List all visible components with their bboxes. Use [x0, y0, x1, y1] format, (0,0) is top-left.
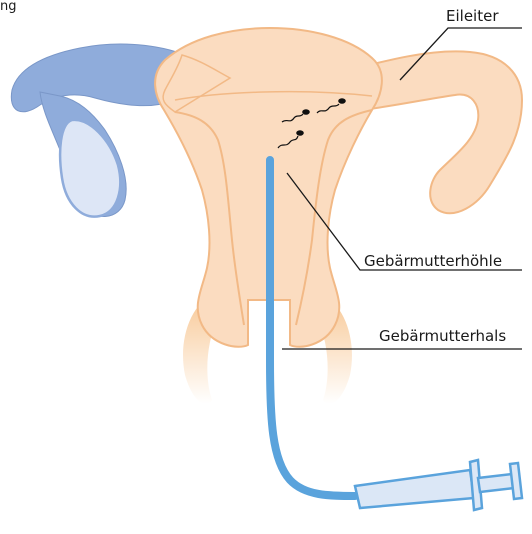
label-cervix: Gebärmutterhals: [379, 329, 506, 344]
syringe: [355, 460, 522, 510]
partial-heading-text: ng: [0, 0, 17, 13]
left-ovary: [60, 120, 120, 217]
syringe-barrel: [355, 470, 474, 508]
label-fallopian-tube: Eileiter: [446, 9, 499, 24]
syringe-plunger: [478, 474, 514, 492]
label-uterine-cavity: Gebärmutterhöhle: [364, 254, 502, 269]
syringe-plunger-cap: [510, 463, 522, 499]
